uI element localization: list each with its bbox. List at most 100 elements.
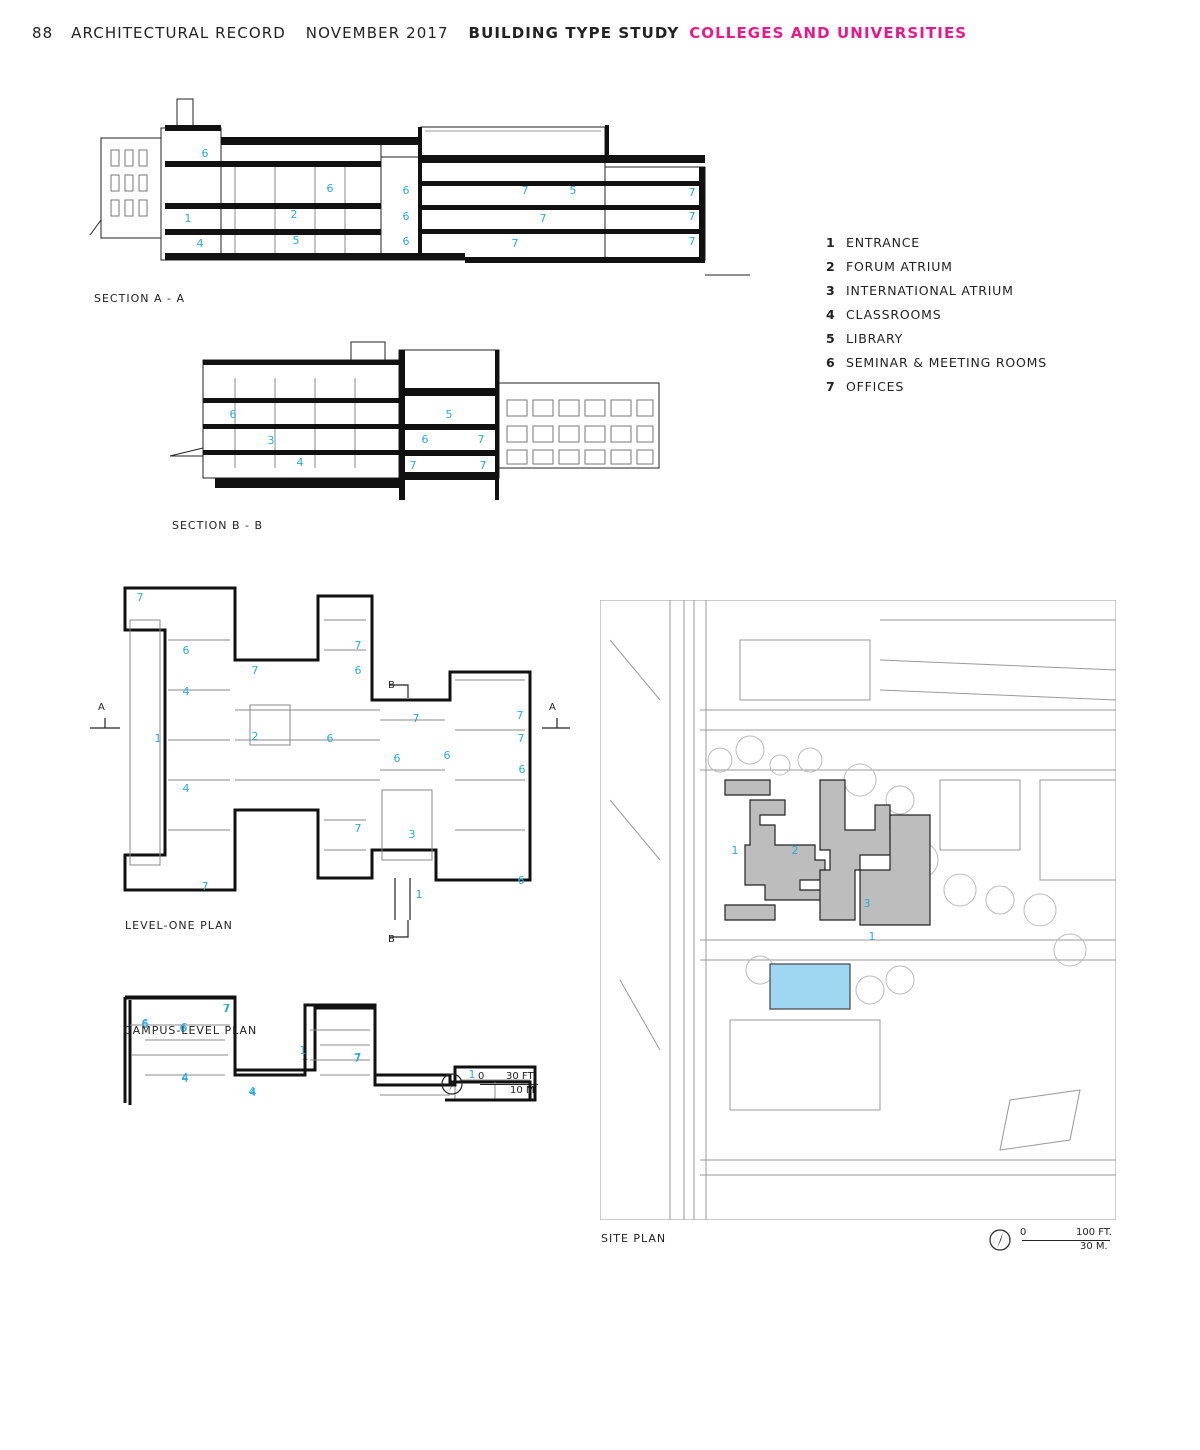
room-label: 7 — [354, 1052, 361, 1065]
room-label: 4 — [197, 237, 204, 250]
room-label: 2 — [252, 730, 259, 743]
room-label: 7 — [413, 712, 420, 725]
room-label: 7 — [252, 664, 259, 677]
room-label: 1 — [416, 888, 423, 901]
room-label: 7 — [518, 732, 525, 745]
room-label: 7 — [540, 212, 547, 225]
scale-feet: 30 FT. — [506, 1071, 536, 1082]
room-label: 1 — [185, 212, 192, 225]
room-label: 7 — [137, 591, 144, 604]
legend-item: 1 ENTRANCE — [826, 230, 1047, 254]
site-label: 3 — [864, 897, 871, 910]
room-label: 7 — [522, 184, 529, 197]
campus-level-plan-definitive: 7 6 6 4 4 7 1 1 7 — [125, 995, 537, 1102]
north-arrow-icon — [989, 1229, 1011, 1251]
room-label: 6 — [422, 433, 429, 446]
level-one-plan-drawing: A A B B 7 6 4 1 2 7 7 6 7 7 6 6 6 4 6 3 … — [90, 586, 570, 945]
room-label: 5 — [570, 184, 577, 197]
section-name: BUILDING TYPE STUDY — [468, 24, 680, 42]
page-header: 88 ARCHITECTURAL RECORD NOVEMBER 2017 BU… — [32, 24, 967, 42]
room-label: 7 — [480, 459, 487, 472]
room-label: 7 — [355, 822, 362, 835]
room-label: 5 — [446, 408, 453, 421]
legend-number: 4 — [826, 306, 836, 322]
room-label: 1 — [469, 1068, 476, 1081]
site-scale-bar: 0 100 FT. 30 M. — [988, 1227, 1118, 1260]
legend-number: 3 — [826, 282, 836, 298]
section-marker: B — [388, 934, 395, 945]
legend-label: CLASSROOMS — [846, 306, 942, 322]
room-label: 7 — [355, 1051, 362, 1064]
room-label: 7 — [517, 709, 524, 722]
room-label: 7 — [689, 235, 696, 248]
legend-label: FORUM ATRIUM — [846, 258, 953, 274]
room-label: 4 — [182, 1072, 189, 1085]
room-label: 6 — [327, 732, 334, 745]
section-cut-markers: A A B B — [98, 680, 556, 945]
room-label: 3 — [268, 434, 275, 447]
legend-number: 1 — [826, 234, 836, 250]
section-aa-room-labels: 6 6 6 7 5 7 1 2 6 7 7 4 5 6 7 7 — [185, 147, 696, 250]
room-label: 6 — [181, 1021, 188, 1034]
room-label: 4 — [182, 1071, 189, 1084]
scale-meters: 30 M. — [1080, 1241, 1108, 1252]
room-label: 6 — [403, 184, 410, 197]
legend-label: ENTRANCE — [846, 234, 920, 250]
room-label: 7 — [689, 210, 696, 223]
room-label: 6 — [183, 644, 190, 657]
section-bb-caption: SECTION B - B — [172, 519, 264, 532]
room-label: 7 — [410, 459, 417, 472]
legend-item: 4 CLASSROOMS — [826, 302, 1047, 326]
page-number: 88 — [32, 24, 54, 42]
section-marker: A — [98, 702, 105, 713]
room-label: 7 — [689, 186, 696, 199]
scale-meters: 10 M. — [510, 1085, 538, 1096]
room-label: 7 — [478, 433, 485, 446]
room-label: 6 — [444, 749, 451, 762]
campus-level-room-labels: 7 6 6 4 4 7 1 1 7 — [142, 1002, 476, 1098]
issue-date: NOVEMBER 2017 — [305, 24, 449, 42]
room-label: 7 — [202, 880, 209, 893]
site-plan-drawing: 1 2 3 1 — [600, 600, 1116, 1220]
room-label: 6 — [355, 664, 362, 677]
site-label: 2 — [792, 844, 799, 857]
legend-label: INTERNATIONAL ATRIUM — [846, 282, 1014, 298]
room-label: 7 — [512, 237, 519, 250]
room-label: 7 — [224, 1002, 231, 1015]
campus-level-plan-drawing-final — [128, 1000, 132, 1105]
section-bb-drawing: 6 5 3 6 7 4 7 7 — [169, 341, 660, 500]
campus-level-plan-all — [123, 997, 127, 1103]
legend-item: 5 LIBRARY — [826, 326, 1047, 350]
room-label: 4 — [183, 685, 190, 698]
level-one-caption: LEVEL-ONE PLAN — [125, 919, 233, 932]
room-label: 6 — [394, 752, 401, 765]
section-bb-room-labels: 6 5 3 6 7 4 7 7 — [230, 408, 487, 472]
legend-label: SEMINAR & MEETING ROOMS — [846, 354, 1047, 370]
site-label: 1 — [869, 930, 876, 943]
site-plan-caption: SITE PLAN — [601, 1232, 667, 1245]
legend-number: 5 — [826, 330, 836, 346]
room-label: 6 — [202, 147, 209, 160]
legend-label: LIBRARY — [846, 330, 904, 346]
scale-feet: 100 FT. — [1076, 1227, 1112, 1238]
room-label: 6 — [230, 408, 237, 421]
room-label: 6 — [180, 1022, 187, 1035]
room-label: 6 — [142, 1017, 149, 1030]
scale-zero: 0 — [478, 1071, 485, 1082]
room-label: 6 — [518, 874, 525, 887]
room-label: 6 — [327, 182, 334, 195]
room-label: 4 — [249, 1085, 256, 1098]
scale-zero: 0 — [1020, 1227, 1027, 1238]
room-label: 4 — [297, 456, 304, 469]
publication-name: ARCHITECTURAL RECORD — [71, 24, 286, 42]
room-label: 7 — [223, 1002, 230, 1015]
level-one-room-labels: 7 6 4 1 2 7 7 6 7 7 6 6 6 4 6 3 7 7 6 1 … — [137, 591, 526, 901]
site-plan-labels: 1 2 3 1 — [732, 844, 876, 943]
site-label: 1 — [732, 844, 739, 857]
room-label: 3 — [409, 828, 416, 841]
room-label: 1 — [300, 1044, 307, 1057]
